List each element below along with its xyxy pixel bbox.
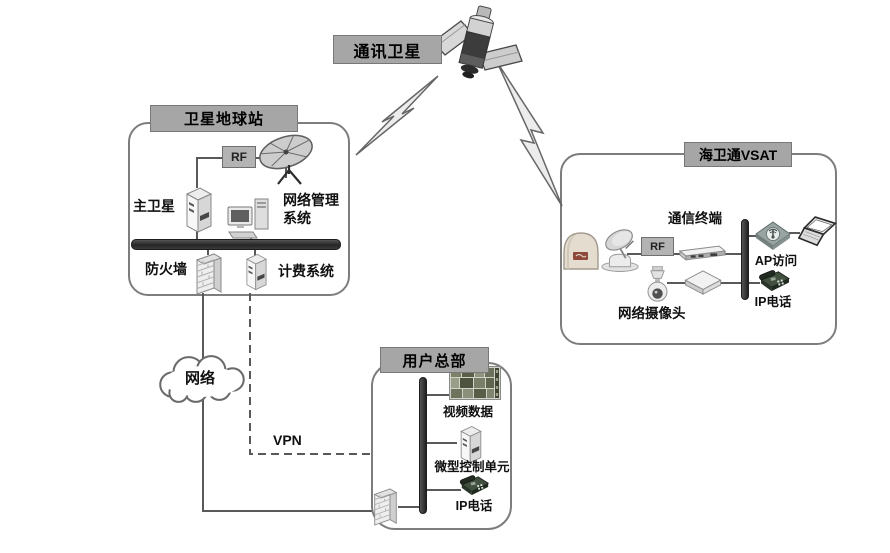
comm-terminal-modem-icon <box>678 244 727 262</box>
rf-tag-vsat: RF <box>641 237 674 256</box>
video-data-label: 视频数据 <box>442 405 493 419</box>
network-cloud-label: 网络 <box>184 370 215 387</box>
ip-phone-icon-vsat <box>758 268 791 295</box>
comm-terminal-label: 通信终端 <box>668 211 722 226</box>
firewall-label-earth: 防火墙 <box>145 261 187 277</box>
ap-access-label: AP访问 <box>754 254 798 268</box>
firewall-icon-earth <box>194 252 224 296</box>
network-camera-label: 网络摄像头 <box>618 306 686 321</box>
rf-tag-earth: RF <box>222 146 256 168</box>
network-mgmt-label: 网络管理系统 <box>283 192 339 227</box>
main-satellite-label: 主卫星 <box>133 198 175 214</box>
headquarters-bus-bar <box>419 377 427 514</box>
vsat-bus-bar <box>741 219 749 300</box>
marine-dish-icon <box>598 226 642 273</box>
micro-control-unit-label: 微型控制单元 <box>434 460 510 474</box>
switch-icon <box>684 270 722 296</box>
firewall-icon-hq <box>372 486 399 528</box>
vpn-label: VPN <box>273 432 302 448</box>
ap-access-point-icon <box>755 221 791 253</box>
earth-station-title: 卫星地球站 <box>150 105 298 132</box>
earth-station-bus-bar <box>131 239 341 250</box>
radome-icon <box>561 227 601 273</box>
dish-antenna-icon <box>256 132 322 186</box>
ip-phone-label-hq: IP电话 <box>455 499 493 513</box>
ip-phone-label-vsat: IP电话 <box>754 295 792 309</box>
lightning-link-left <box>355 75 439 156</box>
vsat-title: 海卫通VSAT <box>684 142 792 167</box>
connector-vpn-dashed <box>249 293 371 455</box>
network-mgmt-workstation-icon <box>226 196 276 242</box>
main-satellite-server-icon <box>181 185 217 235</box>
lightning-link-right <box>496 61 563 207</box>
satellite-label: 通讯卫星 <box>333 35 442 64</box>
headquarters-title: 用户总部 <box>380 347 489 373</box>
billing-system-label: 计费系统 <box>278 263 334 279</box>
ip-phone-icon-hq <box>459 473 490 499</box>
billing-server-icon <box>242 252 271 292</box>
laptop-icon <box>798 216 838 249</box>
network-camera-icon <box>643 266 672 304</box>
